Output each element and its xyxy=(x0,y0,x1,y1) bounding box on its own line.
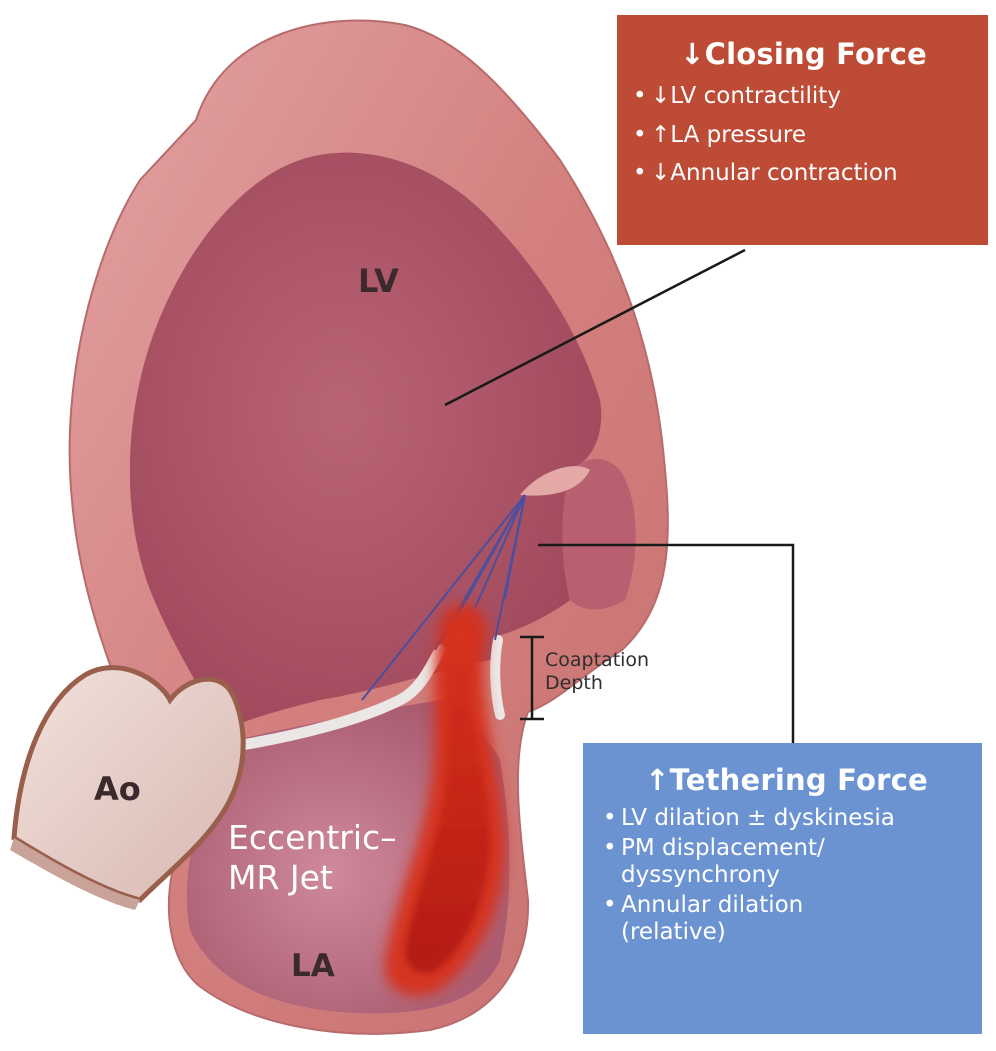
closing-force-list: ↓LV contractility ↑LA pressure ↓Annular … xyxy=(631,83,976,188)
tethering-force-list: LV dilation ± dyskinesia PM displacement… xyxy=(601,805,972,947)
coaptation-line1: Coaptation xyxy=(545,649,649,672)
closing-force-title: ↓Closing Force xyxy=(631,37,976,71)
tethering-force-title: ↑Tethering Force xyxy=(601,763,972,797)
label-lv: LV xyxy=(358,262,399,300)
label-jet-line1: Eccentric– xyxy=(228,818,397,857)
tethering-force-item: PM displacement/ dyssynchrony xyxy=(601,835,921,890)
closing-force-box: ↓Closing Force ↓LV contractility ↑LA pre… xyxy=(617,15,988,245)
tethering-force-item: Annular dilation (relative) xyxy=(601,892,901,947)
coaptation-depth-label: Coaptation Depth xyxy=(545,649,649,695)
closing-force-item: ↓LV contractility xyxy=(631,83,976,111)
closing-force-item: ↓Annular contraction xyxy=(631,160,976,188)
posterior-leaflet xyxy=(495,640,500,715)
label-ao: Ao xyxy=(94,770,141,808)
label-jet-line2: MR Jet xyxy=(228,858,333,897)
coaptation-line2: Depth xyxy=(545,672,649,695)
label-la: LA xyxy=(291,948,335,984)
closing-force-item: ↑LA pressure xyxy=(631,122,976,150)
tethering-force-item: LV dilation ± dyskinesia xyxy=(601,805,972,833)
tethering-force-box: ↑Tethering Force LV dilation ± dyskinesi… xyxy=(583,743,982,1034)
